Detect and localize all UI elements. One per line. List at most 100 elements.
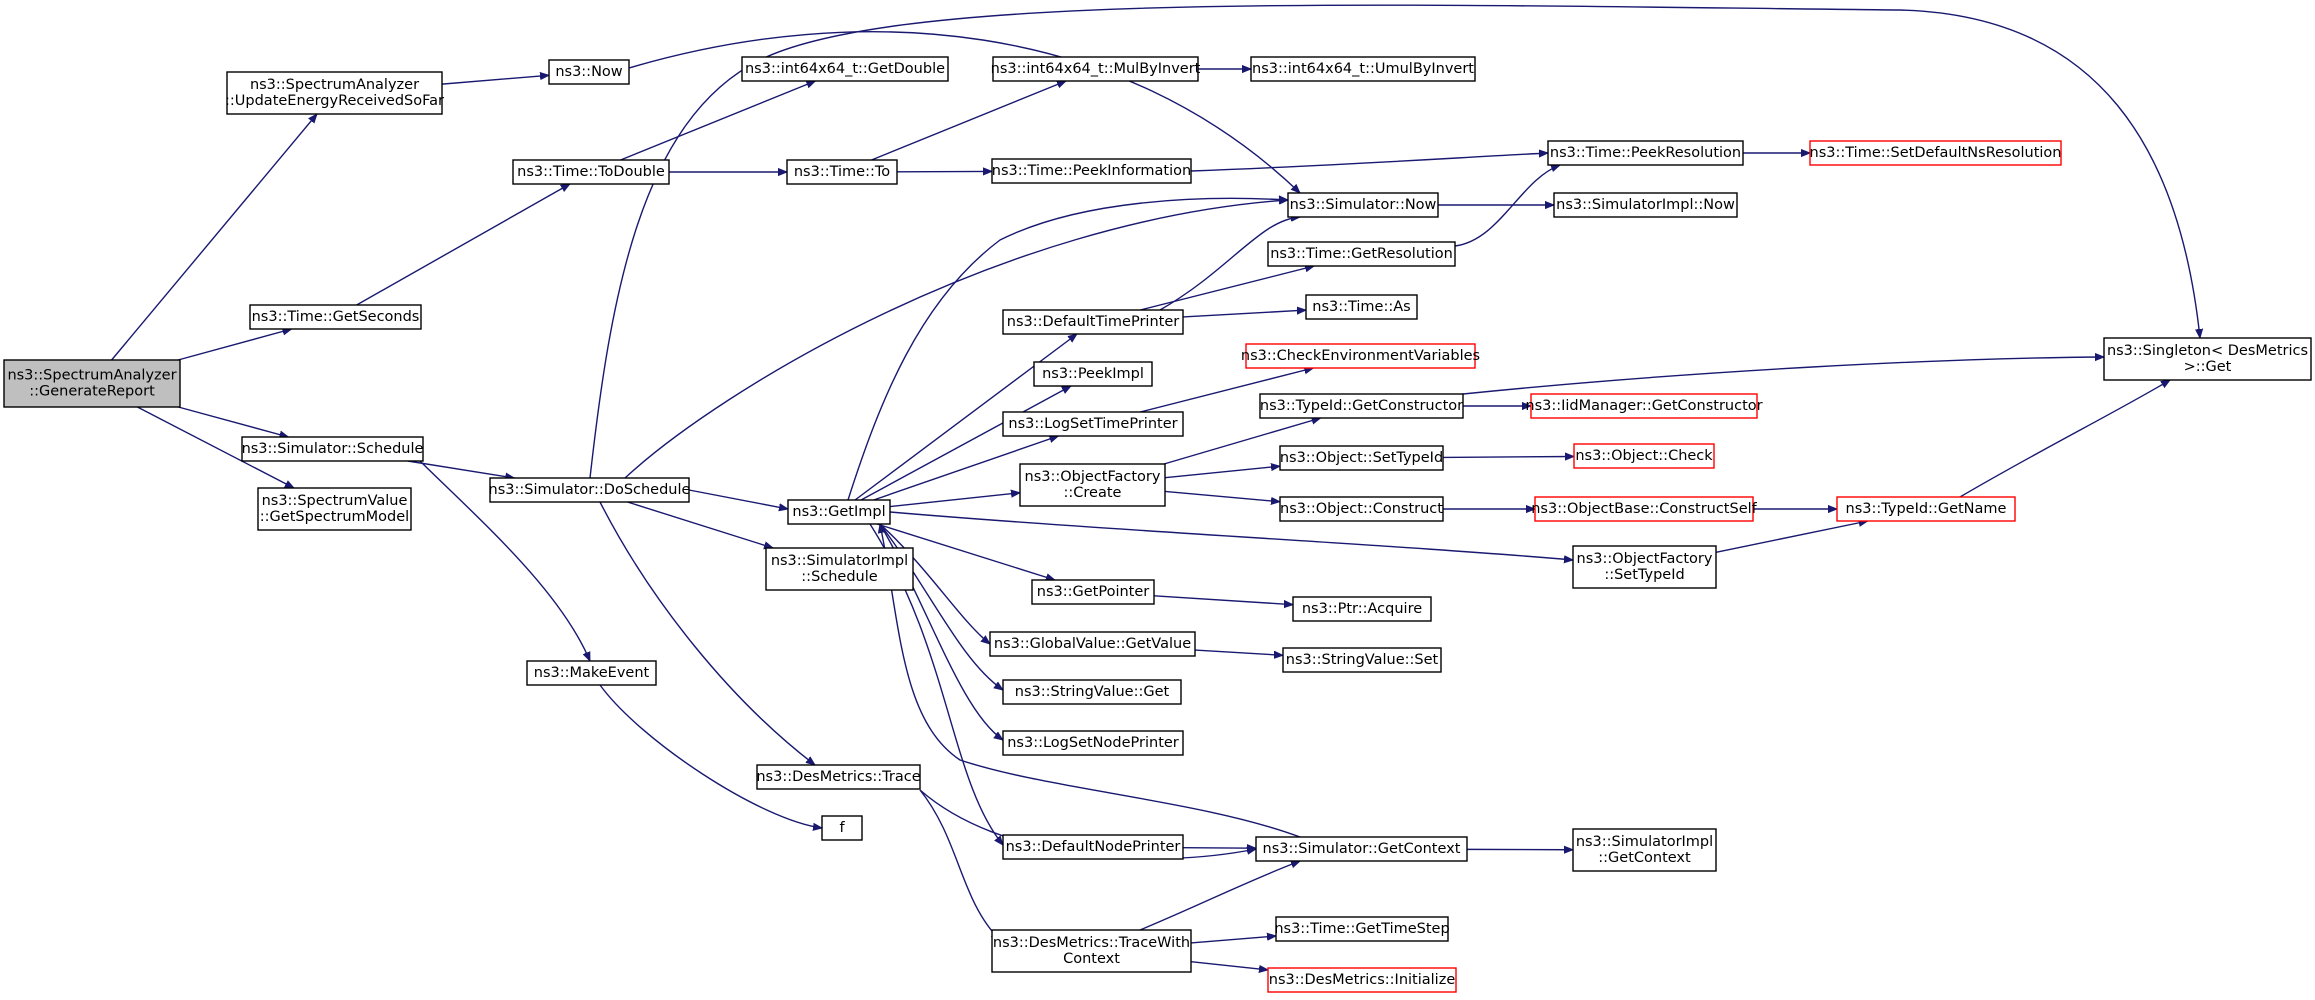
graph-node-implschedule[interactable]: ns3::SimulatorImpl::Schedule: [765, 547, 914, 591]
graph-node-getseconds[interactable]: ns3::Time::GetSeconds: [249, 304, 422, 330]
graph-node-ptracquire[interactable]: ns3::Ptr::Acquire: [1292, 596, 1432, 622]
node-label: ns3::Object::Construct: [1280, 501, 1443, 517]
node-label: >::Get: [2184, 359, 2232, 375]
node-label: ns3::DesMetrics::Initialize: [1269, 972, 1456, 988]
graph-node-getresolution[interactable]: ns3::Time::GetResolution: [1267, 241, 1456, 267]
graph-node-peekinfo[interactable]: ns3::Time::PeekInformation: [991, 158, 1192, 184]
node-label: f: [839, 820, 845, 836]
node-box: [1002, 411, 1184, 437]
call-edge-gvgetvalue-to-svset: [1194, 649, 1283, 655]
graph-node-ofsettypeid[interactable]: ns3::ObjectFactory::SetTypeId: [1572, 545, 1717, 589]
graph-node-objfactorycreate[interactable]: ns3::ObjectFactory::Create: [1019, 463, 1166, 507]
graph-node-getdouble[interactable]: ns3::int64x64_t::GetDouble: [741, 56, 949, 82]
node-label: ns3::DesMetrics::TraceWith: [993, 935, 1190, 951]
graph-node-svget[interactable]: ns3::StringValue::Get: [1002, 679, 1182, 705]
node-box: [1267, 967, 1457, 993]
call-edge-trace-to-tracewithcontext: [919, 789, 1000, 940]
call-edge-deftimeprinter-to-timeas: [1182, 310, 1306, 318]
node-box: [526, 660, 657, 686]
node-box: [1573, 443, 1715, 469]
graph-node-umulbyinvert[interactable]: ns3::int64x64_t::UmulByInvert: [1250, 56, 1476, 82]
graph-node-logsetnodeprinter[interactable]: ns3::LogSetNodePrinter: [1002, 730, 1184, 756]
node-label: ::UpdateEnergyReceivedSoFar: [225, 93, 444, 109]
call-edge-doschedule-to-getimpl: [688, 489, 788, 509]
graph-node-getpointer[interactable]: ns3::GetPointer: [1031, 579, 1155, 605]
node-label: ::Create: [1064, 485, 1122, 501]
call-edge-doschedule-to-trace: [599, 501, 815, 765]
graph-node-update[interactable]: ns3::SpectrumAnalyzer::UpdateEnergyRecei…: [225, 71, 444, 115]
graph-node-peekresolution[interactable]: ns3::Time::PeekResolution: [1547, 140, 1744, 166]
node-box: [1002, 679, 1182, 705]
graph-node-todouble[interactable]: ns3::Time::ToDouble: [512, 159, 670, 185]
graph-node-timeas[interactable]: ns3::Time::As: [1305, 294, 1418, 320]
graph-node-timeto[interactable]: ns3::Time::To: [786, 159, 898, 185]
graph-node-now[interactable]: ns3::Now: [548, 59, 630, 85]
call-edge-objfactorycreate-to-construct: [1164, 490, 1280, 501]
graph-node-objcheck[interactable]: ns3::Object::Check: [1573, 443, 1715, 469]
graph-node-simnow[interactable]: ns3::Simulator::Now: [1287, 192, 1439, 218]
graph-node-settypeid[interactable]: ns3::Object::SetTypeId: [1279, 445, 1444, 471]
node-label: ns3::IidManager::GetConstructor: [1525, 398, 1762, 414]
graph-node-f[interactable]: f: [821, 815, 863, 841]
graph-node-typeidgetname[interactable]: ns3::TypeId::GetName: [1836, 496, 2016, 522]
node-label: ns3::TypeId::GetConstructor: [1260, 398, 1463, 414]
node-box: [1033, 361, 1153, 387]
call-edge-root-to-schedule: [178, 406, 288, 437]
graph-node-gettimestep[interactable]: ns3::Time::GetTimeStep: [1274, 916, 1450, 942]
graph-node-svset[interactable]: ns3::StringValue::Set: [1282, 647, 1442, 673]
call-edge-getresolution-to-peekresolution: [1454, 165, 1560, 247]
node-label: Context: [1063, 951, 1120, 967]
graph-node-getcontext[interactable]: ns3::Simulator::GetContext: [1255, 836, 1468, 862]
node-label: ns3::Time::SetDefaultNsResolution: [1810, 145, 2062, 161]
call-edge-getimpl-to-gvgetvalue: [879, 523, 990, 644]
graph-node-iidgetconstructor[interactable]: ns3::IidManager::GetConstructor: [1525, 393, 1763, 419]
node-box: [1305, 294, 1418, 320]
graph-node-checkenv[interactable]: ns3::CheckEnvironmentVariables: [1241, 343, 1480, 369]
graph-node-implnow[interactable]: ns3::SimulatorImpl::Now: [1553, 192, 1738, 218]
call-edge-defnodeprinter-to-getcontext: [1182, 848, 1256, 849]
graph-node-implgetcontext[interactable]: ns3::SimulatorImpl::GetContext: [1572, 828, 1717, 872]
graph-node-singletonget[interactable]: ns3::Singleton< DesMetrics >::Get: [2103, 337, 2312, 381]
graph-node-logsettimeprinter[interactable]: ns3::LogSetTimePrinter: [1002, 411, 1184, 437]
call-edge-now-to-simnow: [628, 31, 1300, 193]
call-edge-update-to-now: [441, 75, 549, 85]
graph-node-getconstructor[interactable]: ns3::TypeId::GetConstructor: [1259, 393, 1464, 419]
node-label: ns3::Singleton< DesMetrics: [2107, 343, 2308, 359]
graph-node-getimpl[interactable]: ns3::GetImpl: [787, 499, 891, 525]
call-edge-getseconds-to-todouble: [356, 183, 570, 306]
graph-node-getspectrummodel[interactable]: ns3::SpectrumValue::GetSpectrumModel: [257, 487, 412, 531]
graph-node-schedule[interactable]: ns3::Simulator::Schedule: [241, 436, 424, 462]
node-label: ns3::StringValue::Get: [1015, 684, 1170, 700]
node-box: [489, 477, 690, 503]
call-edge-peekinfo-to-peekresolution: [1190, 153, 1548, 172]
graph-node-constructself[interactable]: ns3::ObjectBase::ConstructSelf: [1531, 496, 1758, 522]
call-edge-schedule-to-makeevent: [419, 460, 591, 661]
graph-node-defnodeprinter[interactable]: ns3::DefaultNodePrinter: [1002, 834, 1184, 860]
graph-node-makeevent[interactable]: ns3::MakeEvent: [526, 660, 657, 686]
graph-node-deftimeprinter[interactable]: ns3::DefaultTimePrinter: [1002, 309, 1184, 335]
call-edge-todouble-to-getdouble: [620, 80, 816, 161]
call-edge-settypeid-to-objcheck: [1442, 456, 1574, 457]
node-label: ns3::Object::Check: [1575, 448, 1713, 464]
call-edge-timeto-to-mulbyinvert: [871, 80, 1066, 161]
graph-node-construct[interactable]: ns3::Object::Construct: [1279, 496, 1444, 522]
node-box: [1002, 309, 1184, 335]
graph-node-trace[interactable]: ns3::DesMetrics::Trace: [756, 764, 921, 790]
node-box: [1279, 496, 1444, 522]
graph-node-setdefaultns[interactable]: ns3::Time::SetDefaultNsResolution: [1809, 140, 2062, 166]
node-box: [991, 929, 1192, 973]
graph-node-initialize[interactable]: ns3::DesMetrics::Initialize: [1267, 967, 1457, 993]
node-label: ns3::Time::PeekInformation: [992, 163, 1191, 179]
call-edge-deftimeprinter-to-getresolution: [1140, 266, 1314, 311]
graph-node-peekimpl[interactable]: ns3::PeekImpl: [1033, 361, 1153, 387]
node-label: ns3::Time::GetTimeStep: [1274, 921, 1449, 937]
node-label: ns3::Time::GetResolution: [1270, 246, 1453, 262]
graph-node-gvgetvalue[interactable]: ns3::GlobalValue::GetValue: [989, 631, 1196, 657]
node-box: [257, 487, 412, 531]
graph-node-mulbyinvert[interactable]: ns3::int64x64_t::MulByInvert: [991, 56, 1201, 82]
graph-node-doschedule[interactable]: ns3::Simulator::DoSchedule: [489, 477, 691, 503]
node-box: [741, 56, 949, 82]
node-label: ns3::SpectrumValue: [262, 493, 408, 509]
node-box: [1031, 579, 1155, 605]
